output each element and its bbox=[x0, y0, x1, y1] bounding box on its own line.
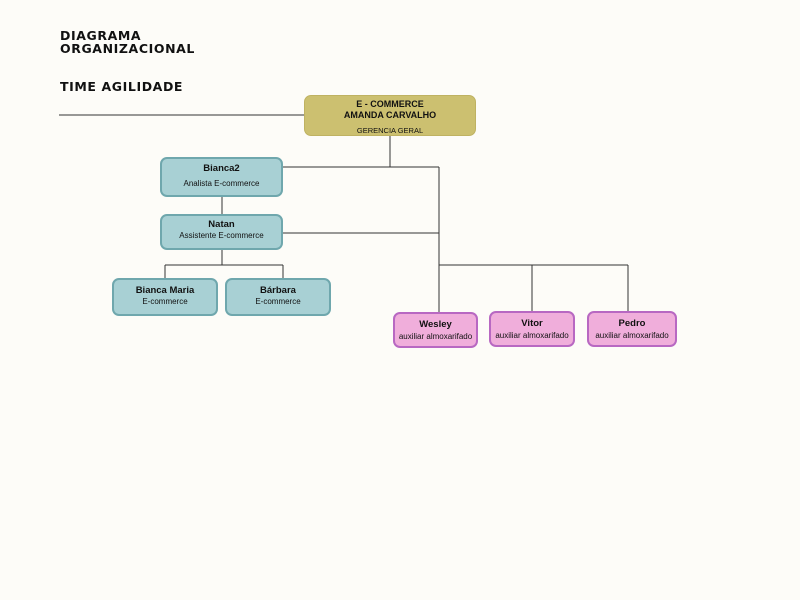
node-bianca-maria: Bianca Maria E-commerce bbox=[112, 278, 218, 316]
root-line-2: AMANDA CARVALHO bbox=[343, 110, 437, 120]
page-title: DIAGRAMA ORGANIZACIONAL bbox=[60, 29, 195, 55]
node-natan: Natan Assistente E-commerce bbox=[160, 214, 283, 250]
wesley-role: auxiliar almoxarifado bbox=[398, 332, 473, 341]
vitor-name: Vitor bbox=[521, 318, 543, 329]
pedro-role: auxiliar almoxarifado bbox=[595, 331, 669, 340]
node-pedro: Pedro auxiliar almoxarifado bbox=[587, 311, 677, 347]
natan-name: Natan bbox=[208, 219, 235, 230]
bianca-maria-role: E-commerce bbox=[142, 297, 188, 306]
node-vitor: Vitor auxiliar almoxarifado bbox=[489, 311, 575, 347]
vitor-role: auxiliar almoxarifado bbox=[495, 331, 569, 340]
natan-role: Assistente E-commerce bbox=[179, 231, 264, 240]
root-line-1: E - COMMERCE bbox=[356, 99, 424, 109]
barbara-name: Bárbara bbox=[260, 285, 296, 296]
bianca-maria-name: Bianca Maria bbox=[135, 285, 195, 296]
title-line-2: ORGANIZACIONAL bbox=[60, 41, 195, 56]
team-subtitle: TIME AGILIDADE bbox=[60, 79, 184, 94]
root-role: GERENCIA GERAL bbox=[356, 126, 424, 135]
wesley-name: Wesley bbox=[419, 319, 452, 330]
node-barbara: Bárbara E-commerce bbox=[225, 278, 331, 316]
title-line-1: DIAGRAMA bbox=[60, 28, 142, 43]
node-wesley: Wesley auxiliar almoxarifado bbox=[393, 312, 478, 348]
bianca2-name: Bianca2 bbox=[203, 163, 240, 174]
node-bianca2: Bianca2 Analista E-commerce bbox=[160, 157, 283, 197]
pedro-name: Pedro bbox=[618, 318, 646, 329]
barbara-role: E-commerce bbox=[255, 297, 301, 306]
node-root-ecommerce-manager: E - COMMERCE AMANDA CARVALHO GERENCIA GE… bbox=[304, 95, 476, 136]
bianca2-role: Analista E-commerce bbox=[183, 179, 260, 188]
